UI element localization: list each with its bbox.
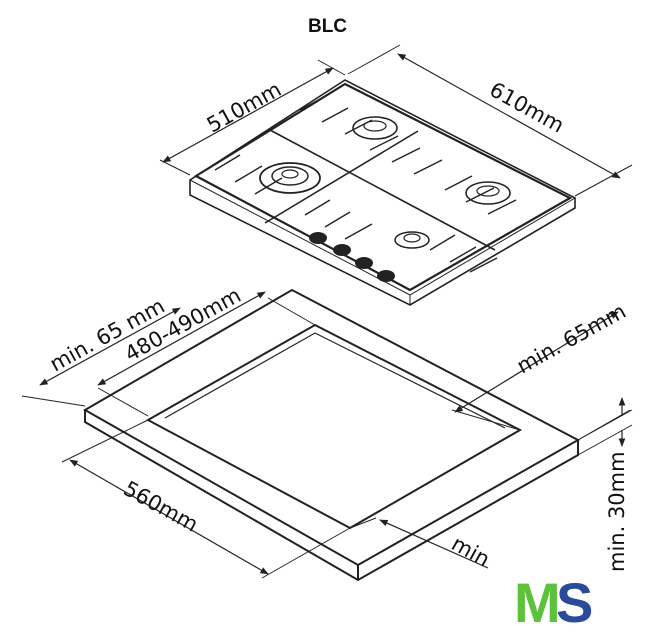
label-cutout-width: 560mm bbox=[120, 476, 202, 536]
dim-cutout-width: 560mm bbox=[61, 419, 351, 579]
logo-letter-m: M bbox=[514, 572, 561, 630]
control-knobs bbox=[309, 232, 395, 282]
dim-worktop-thickness: min. 30mm bbox=[577, 397, 633, 572]
label-clearance-front: min bbox=[448, 531, 494, 571]
ms-logo: M S bbox=[514, 572, 593, 630]
label-hob-width: 610mm bbox=[486, 77, 568, 137]
burner-right bbox=[465, 181, 511, 205]
label-clearance-right: min. 65mm bbox=[513, 299, 630, 378]
label-worktop-thickness: min. 30mm bbox=[605, 451, 629, 572]
burner-front bbox=[394, 231, 430, 249]
dim-hob-depth: 510mm bbox=[159, 59, 346, 176]
burner-back bbox=[352, 116, 398, 140]
dim-clearance-right: min. 65mm bbox=[451, 299, 631, 441]
dim-clearance-left: min. 65 mm bbox=[21, 294, 181, 417]
burner-large bbox=[259, 162, 321, 194]
logo-letter-s: S bbox=[556, 572, 593, 630]
diagram-title: BLC bbox=[307, 16, 348, 37]
